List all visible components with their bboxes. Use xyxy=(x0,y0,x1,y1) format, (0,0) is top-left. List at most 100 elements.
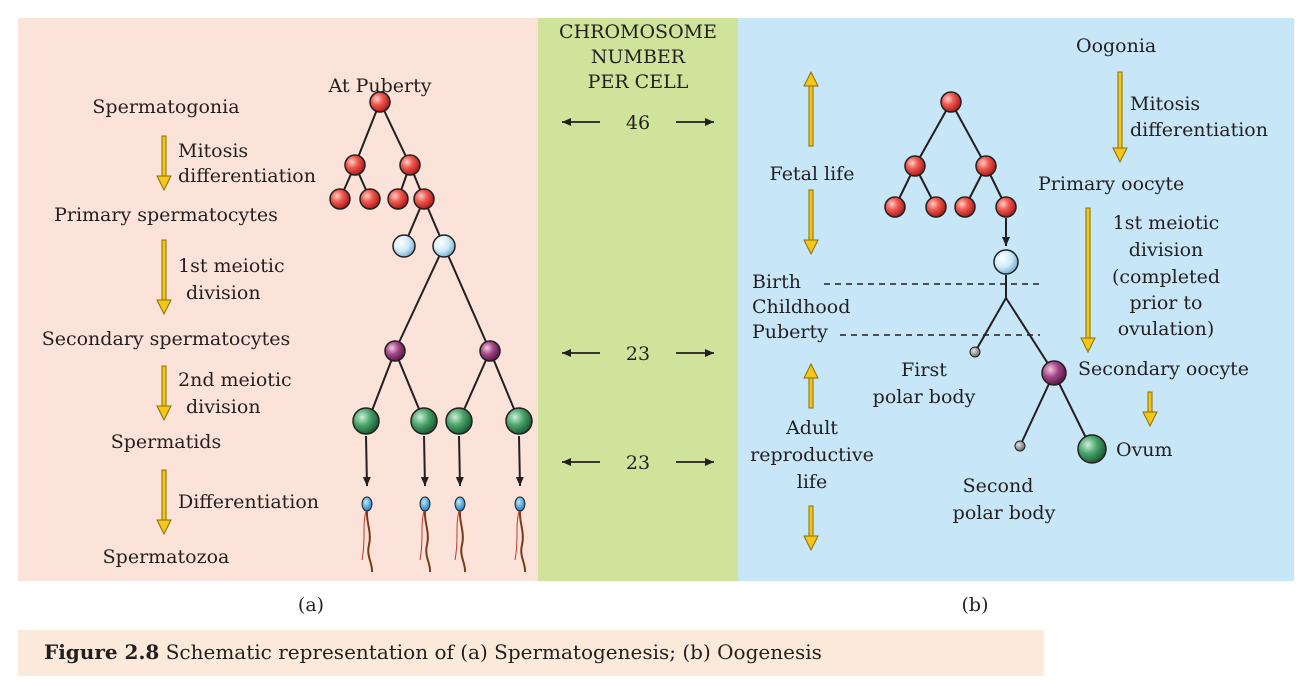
progression-arrows-a xyxy=(156,135,172,536)
at-puberty-label: At Puberty xyxy=(328,75,432,97)
meiotic1-label: prior to xyxy=(1130,292,1203,314)
spermatogonium-cell xyxy=(387,188,409,210)
down-arrow-icon xyxy=(156,365,172,422)
chromosome-arrows xyxy=(562,118,714,466)
adult-life-label: Adult xyxy=(785,417,838,439)
adult-life-label: life xyxy=(797,471,827,493)
oogonium-cell xyxy=(925,196,947,218)
secondary-spermatocytes-label: Secondary spermatocytes xyxy=(42,328,291,350)
ovum-cell xyxy=(1077,434,1107,464)
primary-spermatocyte-cell xyxy=(392,234,416,258)
spermatozoon xyxy=(454,496,467,573)
meiotic1-label: division xyxy=(186,282,261,304)
oogonium-cell xyxy=(884,196,906,218)
puberty-label: Puberty xyxy=(752,321,828,343)
spermatogonium-cell xyxy=(359,188,381,210)
oogonium-cell xyxy=(954,196,976,218)
second-polar-body-label: polar body xyxy=(953,502,1056,524)
chromosome-count: 46 xyxy=(626,112,650,134)
down-arrow-icon xyxy=(803,189,819,256)
spermatogenesis-tree xyxy=(339,101,520,422)
primary-oocyte-label: Primary oocyte xyxy=(1038,173,1184,195)
down-arrow-icon xyxy=(1142,391,1158,428)
secondary-spermatocyte-cell xyxy=(384,340,406,362)
differentiation-label: Differentiation xyxy=(178,491,319,513)
up-arrow-icon xyxy=(803,362,819,409)
spermatid-cell xyxy=(352,407,380,435)
down-arrow-icon xyxy=(156,469,172,536)
spermatid-arrows xyxy=(362,435,524,487)
adult-life-label: reproductive xyxy=(750,444,874,466)
meiotic2-label: division xyxy=(186,396,261,418)
spermatid-cell xyxy=(445,407,473,435)
differentiation-label: differentiation xyxy=(178,165,316,187)
spermatozoon xyxy=(514,496,527,573)
chromosome-count: 23 xyxy=(626,343,650,365)
meiotic1-label: 1st meiotic xyxy=(178,255,285,277)
spermatozoon xyxy=(361,496,374,573)
meiotic2-label: 2nd meiotic xyxy=(178,369,292,391)
secondary-oocyte-cell xyxy=(1041,360,1067,386)
oogonium-cell xyxy=(940,91,962,113)
oogonium-cell xyxy=(975,155,997,177)
down-arrow-icon xyxy=(1112,71,1128,164)
mitosis-label: Mitosis xyxy=(178,140,248,162)
up-arrow-icon xyxy=(803,70,819,147)
spermatogonium-cell xyxy=(413,188,435,210)
spermatogonium-cell xyxy=(369,91,391,113)
panel-label-b: (b) xyxy=(962,594,989,616)
spermatozoon xyxy=(419,496,432,573)
progression-arrows-b xyxy=(1080,71,1158,428)
down-arrow-icon xyxy=(156,239,172,316)
down-arrow-icon xyxy=(156,135,172,192)
meiotic1-label: ovulation) xyxy=(1118,318,1215,340)
spermatid-cell xyxy=(505,407,533,435)
primary-spermatocytes-label: Primary spermatocytes xyxy=(54,204,278,226)
chromosome-header: PER CELL xyxy=(588,71,689,93)
ovum-label: Ovum xyxy=(1116,439,1173,461)
spermatogonium-cell xyxy=(329,188,351,210)
fetal-life-label: Fetal life xyxy=(770,163,855,185)
chromosome-header: CHROMOSOME xyxy=(559,21,717,43)
mitosis-label: Mitosis xyxy=(1130,93,1200,115)
figure-number: Figure 2.8 xyxy=(44,640,160,664)
chromosome-header: NUMBER xyxy=(591,46,686,68)
spermatogonium-cell xyxy=(399,154,421,176)
meiotic1-label: (completed xyxy=(1112,266,1220,288)
oogonia-label: Oogonia xyxy=(1076,35,1156,57)
spermatids-label: Spermatids xyxy=(111,431,221,453)
caption-text: Schematic representation of (a) Spermato… xyxy=(165,640,822,664)
differentiation-label: differentiation xyxy=(1130,119,1268,141)
oogenesis-panel xyxy=(738,18,1294,581)
meiotic1-label: division xyxy=(1129,239,1204,261)
secondary-oocyte-label: Secondary oocyte xyxy=(1078,358,1249,380)
primary-oocyte-cell xyxy=(993,249,1019,275)
secondary-spermatocyte-cell xyxy=(479,340,501,362)
spermatid-cell xyxy=(410,407,438,435)
chromosome-count: 23 xyxy=(626,452,650,474)
birth-label: Birth xyxy=(752,271,801,293)
oogonium-cell xyxy=(995,196,1017,218)
chromosome-number-panel xyxy=(538,18,738,581)
childhood-label: Childhood xyxy=(752,296,850,318)
primary-spermatocyte-cell xyxy=(432,234,456,258)
down-arrow-icon xyxy=(1080,207,1096,354)
spermatogenesis-panel xyxy=(18,18,538,581)
down-arrow-icon xyxy=(803,505,819,552)
first-polar-body-label: polar body xyxy=(873,386,976,408)
panel-label-a: (a) xyxy=(298,594,324,616)
meiotic1-label: 1st meiotic xyxy=(1113,212,1220,234)
figure-caption-box xyxy=(18,630,1044,676)
figure-caption: Figure 2.8 Schematic representation of (… xyxy=(44,640,822,664)
spermatogonia-label: Spermatogonia xyxy=(92,96,239,118)
spermatozoa-label: Spermatozoa xyxy=(103,546,230,568)
oogonium-cell xyxy=(904,155,926,177)
first-polar-body-label: First xyxy=(901,359,947,381)
life-stage-arrows xyxy=(803,70,819,552)
second-polar-body-label: Second xyxy=(963,475,1034,497)
life-stage-dividers xyxy=(824,283,1040,336)
second-polar-body-cell xyxy=(1014,440,1026,452)
spermatogonium-cell xyxy=(344,154,366,176)
first-polar-body-cell xyxy=(969,346,981,358)
